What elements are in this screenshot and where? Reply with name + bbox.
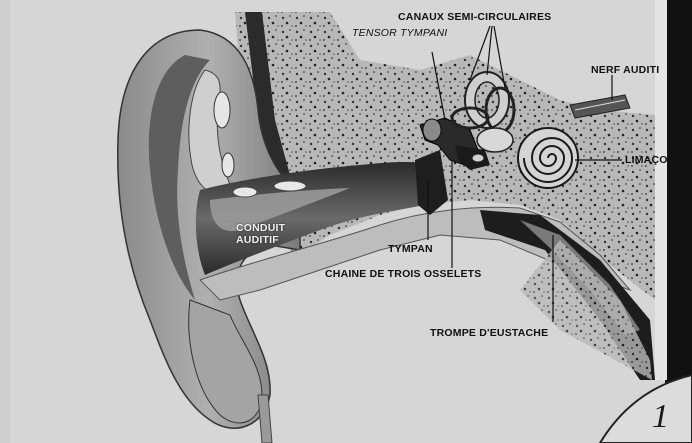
malleus-head xyxy=(423,119,441,141)
cartilage-lobe-1 xyxy=(214,92,230,128)
oval-window xyxy=(472,154,484,162)
right-page-strip xyxy=(655,0,667,380)
label-limacon: LIMAÇO xyxy=(625,154,668,166)
label-tympan: TYMPAN xyxy=(388,243,433,255)
label-trompe-d-eustache: TROMPE D'EUSTACHE xyxy=(430,327,548,339)
label-canaux-semi-circulaires: CANAUX SEMI-CIRCULAIRES xyxy=(398,11,551,23)
cartilage-lobe-2 xyxy=(222,153,234,177)
label-auditif: AUDITIF xyxy=(236,234,279,246)
label-chaine-de-trois-osselets: CHAINE DE TROIS OSSELETS xyxy=(325,268,482,280)
label-nerf-auditif: NERF AUDITI xyxy=(591,64,659,76)
corner-page-number: 1 xyxy=(652,398,669,436)
canal-gland-2 xyxy=(274,181,306,191)
canal-gland-1 xyxy=(233,187,257,197)
label-conduit: CONDUIT xyxy=(236,222,285,234)
label-tensor-tympani: TENSOR TYMPANI xyxy=(352,27,447,39)
left-margin xyxy=(0,0,10,443)
vestibule xyxy=(477,128,513,152)
